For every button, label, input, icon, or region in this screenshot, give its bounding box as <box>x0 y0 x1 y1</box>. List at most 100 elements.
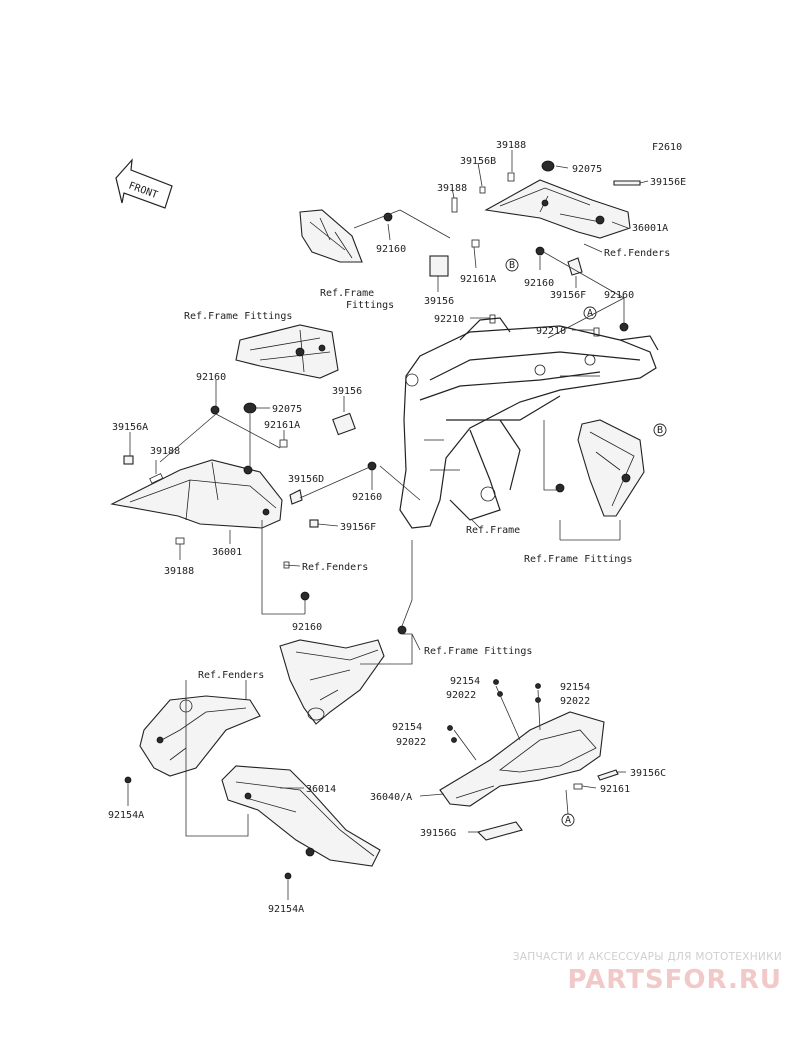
label-ref-fenders-top: Ref.Fenders <box>604 248 670 259</box>
label-92022-a: 92022 <box>446 690 476 701</box>
clip-39156a <box>123 455 134 465</box>
label-39188-bottom: 39188 <box>164 566 194 577</box>
bolt-92210-b <box>593 327 600 337</box>
label-92154-b: 92154 <box>560 682 590 693</box>
frame-fitting-bracket-top <box>299 209 363 263</box>
bolt-92154-b <box>535 683 541 689</box>
label-92210-b: 92210 <box>536 326 566 337</box>
tail-cover-upper-part <box>484 179 631 239</box>
figure-code: F2610 <box>652 142 682 153</box>
label-39156-top: 39156 <box>424 296 454 307</box>
callout-b-top: B <box>505 258 519 272</box>
svg-text:A: A <box>565 815 571 826</box>
tape-39188-top <box>507 172 515 182</box>
label-92075-top: 92075 <box>572 164 602 175</box>
label-92161: 92161 <box>600 784 630 795</box>
label-92154a-bottom: 92154A <box>268 904 304 915</box>
label-39188-top: 39188 <box>496 140 526 151</box>
rear-fender-part <box>139 695 261 777</box>
label-39156f-top: 39156F <box>550 290 586 301</box>
grommet-92075-top <box>541 160 555 172</box>
front-arrow: FRONT <box>115 158 173 209</box>
washer-92160-a <box>383 212 393 222</box>
label-36014: 36014 <box>306 784 336 795</box>
chain-guard-part <box>221 765 381 867</box>
clip-39156e <box>613 180 641 186</box>
watermark-caption: ЗАПЧАСТИ И АКСЕССУАРЫ ДЛЯ МОТОТЕХНИКИ <box>512 951 782 963</box>
under-cover-part <box>279 639 385 725</box>
label-ref-frame-fittings-right: Ref.Frame Fittings <box>524 554 632 565</box>
tape-39188-left <box>149 473 164 484</box>
washer-92160-d <box>210 405 220 415</box>
main-frame-part <box>399 317 659 529</box>
clip-39156f-top <box>567 257 583 276</box>
label-ref-frame: Ref.Frame <box>466 525 520 536</box>
bolt-92154-c <box>447 725 453 731</box>
watermark: ЗАПЧАСТИ И АКСЕССУАРЫ ДЛЯ МОТОТЕХНИКИ PA… <box>513 951 782 995</box>
svg-text:B: B <box>509 260 515 271</box>
label-39188-left: 39188 <box>150 446 180 457</box>
frame-fitting-bracket-left <box>235 324 339 379</box>
callout-a-top: A <box>583 306 597 320</box>
pad-39156-left <box>332 412 356 436</box>
label-92154-c: 92154 <box>392 722 422 733</box>
label-92022-c: 92022 <box>396 737 426 748</box>
pad-92161a-left <box>279 439 288 448</box>
frame-fitting-bracket-right <box>577 419 645 517</box>
label-39156-left: 39156 <box>332 386 362 397</box>
label-92154-a: 92154 <box>450 676 480 687</box>
leader-lines <box>127 150 649 900</box>
callout-a-bottom: A <box>561 813 575 827</box>
label-39156c: 39156C <box>630 768 666 779</box>
bolt-92154a-left <box>124 776 132 784</box>
tail-cover-lower-part <box>439 711 605 807</box>
callout-b-right: B <box>653 423 667 437</box>
clip-39156d <box>289 489 303 505</box>
label-ref-frame-fittings-top-2: Fittings <box>346 300 394 311</box>
label-92154a-left: 92154A <box>108 810 144 821</box>
label-39156d: 39156D <box>288 474 324 485</box>
label-39156g: 39156G <box>420 828 456 839</box>
washer-92160-f <box>300 591 310 601</box>
washer-mid-fitting <box>397 625 407 635</box>
label-92161a-top: 92161A <box>460 274 496 285</box>
label-92022-b: 92022 <box>560 696 590 707</box>
label-ref-frame-fittings-mid: Ref.Frame Fittings <box>424 646 532 657</box>
label-92160-a: 92160 <box>376 244 406 255</box>
label-39156e: 39156E <box>650 177 686 188</box>
tape-39188-bottom <box>175 537 185 545</box>
pad-39156-top <box>429 255 449 277</box>
tape-39156g <box>476 821 523 841</box>
label-39156f-left: 39156F <box>340 522 376 533</box>
bolt-92154-a <box>493 679 499 685</box>
label-92160-e: 92160 <box>352 492 382 503</box>
collar-92022-b <box>535 697 541 703</box>
side-cover-36001-part <box>110 459 283 529</box>
grommet-92075-left <box>243 402 257 414</box>
label-39188-mid: 39188 <box>437 183 467 194</box>
tape-39188-mid <box>451 197 458 213</box>
svg-text:A: A <box>587 308 593 319</box>
label-ref-fenders-mid: Ref.Fenders <box>302 562 368 573</box>
label-ref-fenders-low: Ref.Fenders <box>198 670 264 681</box>
label-92160-d: 92160 <box>196 372 226 383</box>
label-39156b: 39156B <box>460 156 496 167</box>
label-92075-left: 92075 <box>272 404 302 415</box>
washer-92160-b <box>535 246 545 256</box>
watermark-brand: PARTSFOR.RU <box>567 965 782 995</box>
collar-92022-c <box>451 737 457 743</box>
bolt-92154a-bottom <box>284 872 292 880</box>
label-92160-b: 92160 <box>524 278 554 289</box>
label-92161a-left: 92161A <box>264 420 300 431</box>
label-39156a: 39156A <box>112 422 148 433</box>
pad-92161 <box>573 783 583 790</box>
label-ref-frame-fittings-top-1: Ref.Frame <box>320 288 374 299</box>
label-92210-a: 92210 <box>434 314 464 325</box>
washer-right-bracket <box>555 483 565 493</box>
pad-92161a-top <box>471 239 480 248</box>
label-36040a: 36040/A <box>370 792 412 803</box>
label-ref-frame-fittings-left: Ref.Frame Fittings <box>184 311 292 322</box>
label-92160-c: 92160 <box>604 290 634 301</box>
clip-39156c <box>597 769 619 781</box>
